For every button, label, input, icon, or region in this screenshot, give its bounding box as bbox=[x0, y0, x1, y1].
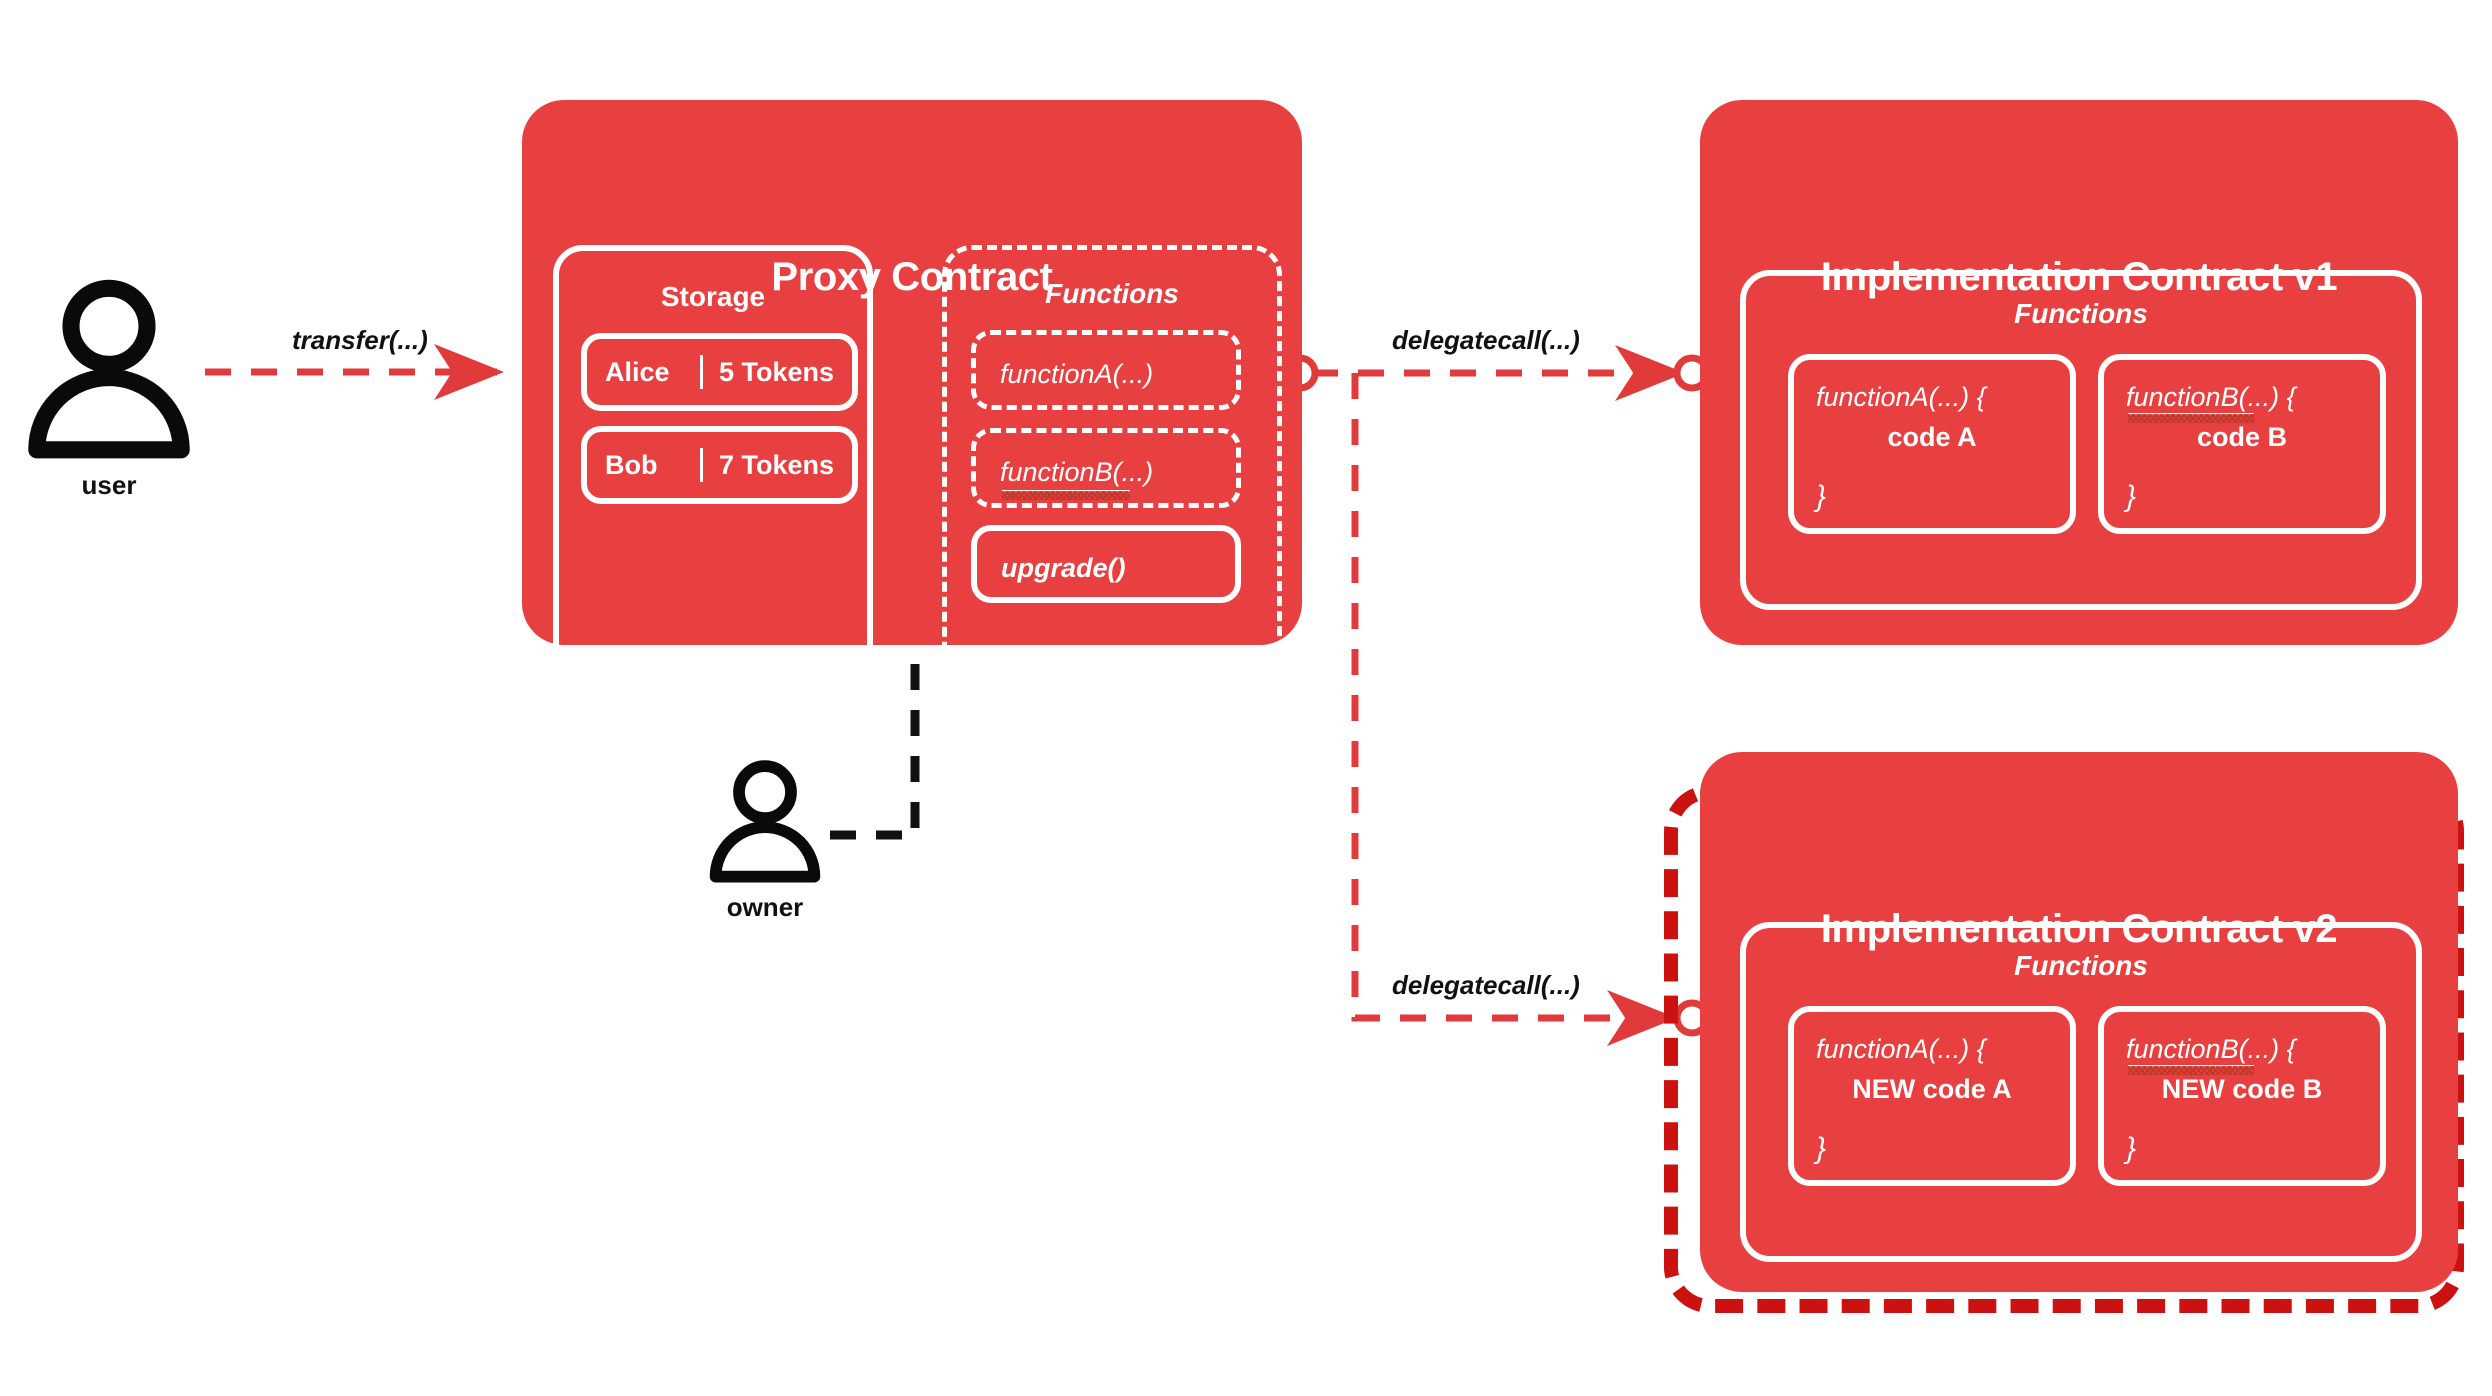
proxy-function-upgrade[interactable]: upgrade() bbox=[971, 525, 1241, 603]
storage-row-alice-amount: 5 Tokens bbox=[718, 356, 835, 387]
spellcheck-squiggle-icon bbox=[1002, 491, 1130, 500]
impl-v1-function-a[interactable]: functionA(...) { code A } bbox=[1788, 354, 2076, 534]
impl-v2-function-b-body: NEW code B bbox=[2161, 1074, 2323, 1104]
proxy-contract-card[interactable]: Proxy Contract Storage Alice 5 Tokens Bo… bbox=[522, 100, 1302, 725]
storage-row-bob-name: Bob bbox=[604, 449, 658, 480]
edge-label-delegatecall-v1: delegatecall(...) bbox=[1392, 325, 1580, 355]
proxy-functions-title: Functions bbox=[1045, 278, 1179, 309]
impl-v2-card[interactable]: Implementation Contract v2 Functions fun… bbox=[1700, 752, 2458, 1292]
impl-v1-function-b-close: } bbox=[2126, 480, 2137, 513]
proxy-function-upgrade-label: upgrade() bbox=[1001, 553, 1126, 583]
impl-v2-functions-title: Functions bbox=[2014, 950, 2148, 981]
storage-row-separator bbox=[699, 448, 703, 482]
spellcheck-squiggle-icon bbox=[2128, 414, 2254, 423]
storage-row-separator bbox=[699, 355, 703, 389]
impl-v1-card[interactable]: Implementation Contract v1 Functions fun… bbox=[1700, 100, 2458, 645]
impl-v2-function-b-close: } bbox=[2126, 1132, 2137, 1165]
storage-row-bob-amount: 7 Tokens bbox=[718, 449, 835, 480]
impl-v1-functions-panel[interactable]: Functions functionA(...) { code A } func… bbox=[1740, 270, 2422, 610]
actor-owner-label: owner bbox=[726, 892, 804, 922]
proxy-functions-panel[interactable]: Functions functionA(...) functionB(...) … bbox=[942, 245, 1282, 725]
impl-v2-function-a-signature: functionA(...) { bbox=[1816, 1034, 1986, 1064]
impl-v2-function-a-close: } bbox=[1816, 1132, 1827, 1165]
impl-v2-function-a[interactable]: functionA(...) { NEW code A } bbox=[1788, 1006, 2076, 1186]
impl-v2-function-b[interactable]: functionB(...) { NEW code B } bbox=[2098, 1006, 2386, 1186]
impl-v1-function-b-signature: functionB(...) { bbox=[2126, 382, 2296, 412]
impl-v1-functions-title: Functions bbox=[2014, 298, 2148, 329]
edge-label-transfer: transfer(...) bbox=[292, 325, 428, 355]
storage-row-alice[interactable]: Alice 5 Tokens bbox=[581, 333, 858, 411]
edge-delegatecall-v2 bbox=[1351, 373, 1677, 1046]
person-icon bbox=[28, 279, 190, 459]
impl-v1-function-b[interactable]: functionB(...) { code B } bbox=[2098, 354, 2386, 534]
impl-v1-function-a-close: } bbox=[1816, 480, 1827, 513]
proxy-storage-panel[interactable]: Storage Alice 5 Tokens Bob 7 Tokens bbox=[553, 245, 873, 710]
impl-v2-function-b-signature: functionB(...) { bbox=[2126, 1034, 2296, 1064]
impl-v2-function-a-body: NEW code A bbox=[1852, 1074, 2012, 1104]
person-icon bbox=[709, 760, 821, 883]
actor-owner: owner bbox=[700, 757, 830, 947]
proxy-storage-title: Storage bbox=[660, 281, 766, 312]
actor-user-label: user bbox=[81, 470, 137, 500]
impl-v1-function-a-body: code A bbox=[1887, 422, 1977, 452]
proxy-function-a[interactable]: functionA(...) bbox=[971, 330, 1241, 410]
impl-v1-function-a-signature: functionA(...) { bbox=[1816, 382, 1986, 412]
proxy-function-a-label: functionA(...) bbox=[1000, 359, 1154, 389]
edge-label-delegatecall-v2: delegatecall(...) bbox=[1392, 970, 1580, 1000]
impl-v2-functions-panel[interactable]: Functions functionA(...) { NEW code A } … bbox=[1740, 922, 2422, 1262]
storage-row-alice-name: Alice bbox=[604, 356, 670, 387]
proxy-contract-title: Proxy Contract bbox=[771, 255, 1053, 299]
storage-row-bob[interactable]: Bob 7 Tokens bbox=[581, 426, 858, 504]
spellcheck-squiggle-icon bbox=[2128, 1066, 2254, 1075]
proxy-function-b[interactable]: functionB(...) bbox=[971, 428, 1241, 508]
proxy-function-b-label: functionB(...) bbox=[1000, 457, 1154, 487]
impl-v2-title: Implementation Contract v2 bbox=[1820, 907, 2338, 951]
impl-v1-title: Implementation Contract v1 bbox=[1820, 255, 2338, 299]
impl-v1-function-b-body: code B bbox=[2196, 422, 2288, 452]
actor-user: user bbox=[14, 275, 204, 505]
